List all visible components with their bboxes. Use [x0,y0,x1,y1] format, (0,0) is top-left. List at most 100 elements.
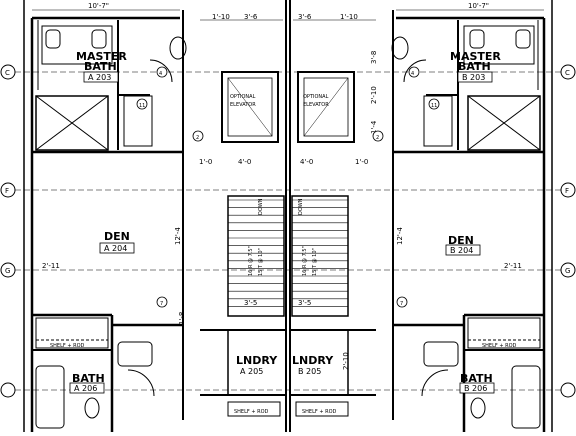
elevator-a [221,71,279,143]
dim-4-0-a: 4'-0 [238,158,251,166]
shower-a [35,95,109,151]
shelf-rod-d: SHELF + ROD [302,409,337,415]
toilet-bath-b [470,397,486,419]
dim-1-10-a: 1'-10 [212,13,230,21]
closet-c [227,401,281,417]
stair-b-treads: 15 T @ 10" [312,248,318,276]
room-number-b204: B 204 [450,246,473,255]
grid-bubble-right-bottom [560,382,576,398]
sink-a2 [91,29,107,49]
shelf-rod-c: SHELF + ROD [234,409,269,415]
sink-bath-a [117,341,153,367]
dim-12-4-b: 12'-4 [396,227,404,245]
dim-top-right: 10'-7" [468,2,489,10]
stair-a [227,195,285,317]
sink-a1 [45,29,61,49]
door-tag-11-a: 11 [139,103,145,109]
room-name-lndry-b: LNDRY [292,354,334,367]
room-number-a206: A 206 [74,384,97,393]
shelf-rod-a: SHELF + ROD [50,343,85,349]
elevator-b-label-2: ELEVATOR [303,102,329,108]
room-name-lndry-a: LNDRY [236,354,278,367]
door-tag-4-a: 4 [159,71,162,77]
door-swing-bath-a [127,369,155,397]
room-number-a204: A 204 [104,244,127,253]
door-swing-bath-b [421,369,449,397]
master-bath-b-fixtures [391,25,541,151]
grid-tag-c-right: C [565,69,570,77]
top-dimension-lines [32,9,544,21]
dim-3-6-a: 3'-6 [244,13,258,21]
grid-markers [0,64,576,398]
room-name-master-bath-a-1: MASTER [76,50,127,63]
stair-a-down: DOWN [258,198,264,215]
room-name-den-a: DEN [104,230,130,243]
room-name-bath-b: BATH [460,372,493,385]
master-bath-a-fixtures [35,25,187,151]
dim-12-4-a: 12'-4 [174,227,182,245]
room-name-master-bath-a-2: BATH [84,60,117,73]
elevators [221,71,355,143]
dim-2-10: 2'-10 [370,86,378,104]
dim-3-5-b: 3'-5 [298,299,311,307]
door-tag-4-b: 4 [411,71,414,77]
room-number-a203: A 203 [88,73,111,82]
stair-a-risers: 16 R @ 7.5" [248,246,254,276]
bath-fixtures [35,341,541,429]
dim-1-0-a: 1'-0 [199,158,212,166]
room-number-b203: B 203 [462,73,485,82]
toilet-a [169,36,187,60]
tub-b [511,365,541,429]
sink-b2 [515,29,531,49]
stairs [227,195,349,317]
door-tag-11-b: 11 [431,103,437,109]
dim-1-0-b: 1'-0 [355,158,368,166]
linen-a [123,95,153,147]
closet-a [35,317,109,349]
walls [23,0,553,432]
room-labels: MASTER BATH A 203 MASTER BATH B 203 DEN … [69,50,501,394]
stair-b [291,195,349,317]
closets [35,317,541,417]
dim-2-10-b: 2'-10 [342,352,350,370]
door-tag-2-a: 2 [196,135,199,141]
door-swing-a [149,59,173,83]
room-name-master-bath-b-2: BATH [458,60,491,73]
door-tags [136,66,440,308]
sink-bath-b [423,341,459,367]
dim-top-left: 10'-7" [88,2,109,10]
dim-3-6-b: 3'-6 [298,13,312,21]
door-tag-2-b: 2 [376,135,379,141]
room-number-a205: A 205 [240,367,263,376]
grid-tag-g-right: G [565,267,570,275]
elevator-b [297,71,355,143]
dim-2-11-b: 2'-11 [504,262,522,270]
dim-1-8: 1'-8 [178,312,186,325]
toilet-bath-a [84,397,100,419]
closet-d [295,401,349,417]
sink-b1 [469,29,485,49]
room-name-den-b: DEN [448,234,474,247]
toilet-b [391,36,409,60]
closet-b [467,317,541,349]
room-name-master-bath-b-1: MASTER [450,50,501,63]
door-tag-7-a: 7 [160,301,163,307]
grid-bubble-left-bottom [0,382,16,398]
tub-a [35,365,65,429]
linen-b [423,95,453,147]
grid-tag-f-left: F [5,187,9,195]
grid-lines [15,71,561,391]
room-number-b205: B 205 [298,367,321,376]
stair-a-treads: 15 T @ 10" [258,248,264,276]
dim-4-0-b: 4'-0 [300,158,313,166]
elevator-a-label-2: ELEVATOR [230,102,256,108]
dim-2-11-a: 2'-11 [42,262,60,270]
elevator-b-label-1: OPTIONAL [303,94,329,100]
stair-b-down: DOWN [298,198,304,215]
grid-tag-f-right: F [565,187,569,195]
grid-tag-c-left: C [5,69,10,77]
vanity-b [463,25,535,65]
vanity-a [41,25,113,65]
